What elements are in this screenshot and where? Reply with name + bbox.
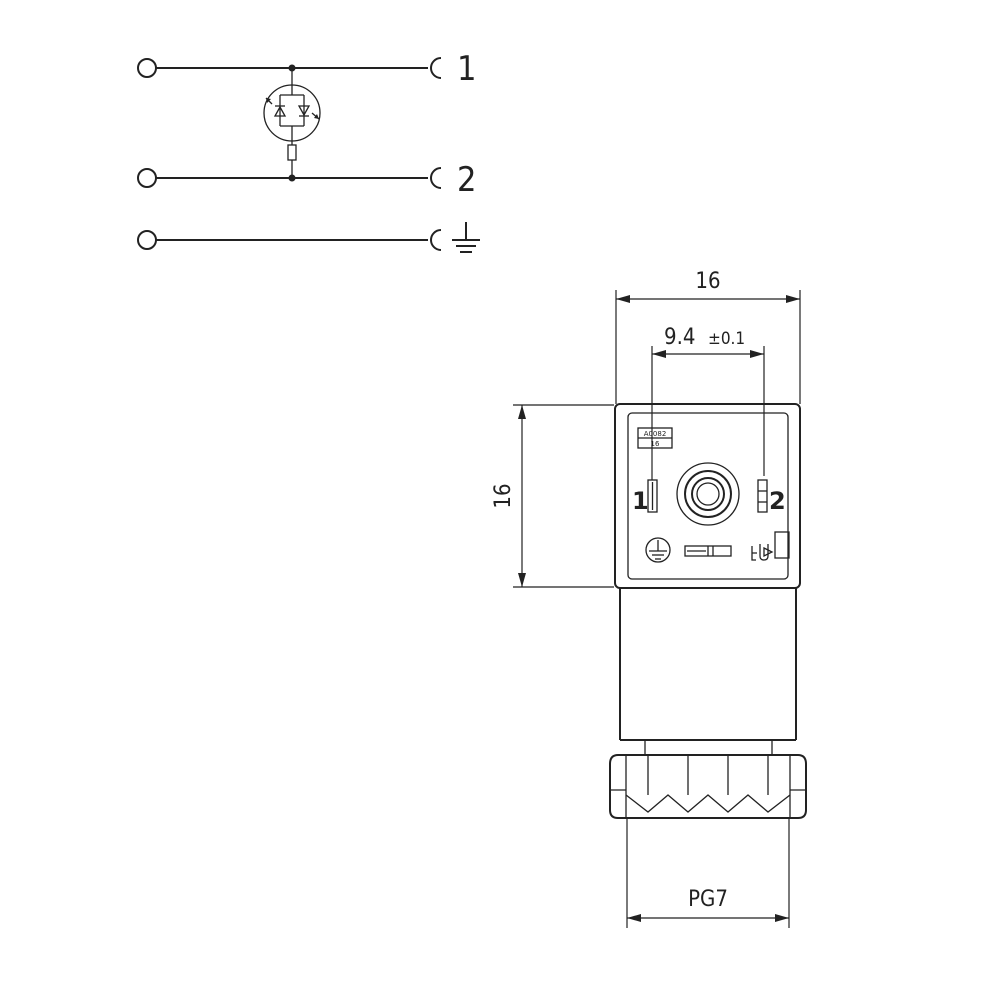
terminal-open-1 <box>137 58 157 78</box>
certification-mark-icon <box>751 544 774 561</box>
earth-contact <box>684 545 732 557</box>
dimension-thread-label: PG7 <box>688 887 728 912</box>
connector-view: 16 9.4 ±0.1 16 <box>491 269 807 928</box>
approval-label-box: A0082 16 <box>637 427 673 449</box>
wiring-schematic: 1 2 <box>137 49 480 253</box>
pin-1-contact <box>647 479 658 513</box>
dimension-pin-spacing: 9.4 ±0.1 <box>651 325 765 480</box>
terminal-open-ground <box>137 230 157 250</box>
dimension-height: 16 <box>491 404 614 588</box>
cable-gland-nut <box>609 754 807 819</box>
terminal-label-1: 1 <box>457 49 476 89</box>
center-screw-icon <box>676 462 740 526</box>
pin-2-label: 2 <box>769 487 786 515</box>
dimension-thread: PG7 <box>626 818 790 928</box>
socket-contact-2 <box>430 167 442 189</box>
socket-contact-ground <box>430 229 442 251</box>
dimension-height-label: 16 <box>491 483 516 508</box>
terminal-open-2 <box>137 168 157 188</box>
socket-contact-1 <box>430 57 442 79</box>
terminal-label-2: 2 <box>457 160 476 200</box>
ground-icon <box>452 222 480 253</box>
coding-slot <box>774 531 790 559</box>
pin-1-label: 1 <box>632 487 649 515</box>
resistor-icon <box>287 144 297 161</box>
svg-text:16: 16 <box>651 440 660 448</box>
dimension-pin-spacing-label: 9.4 <box>664 325 695 350</box>
dimension-width: 16 <box>615 269 801 404</box>
dimension-width-label: 16 <box>695 269 720 294</box>
protective-earth-icon <box>645 537 671 563</box>
connector-body <box>619 588 797 755</box>
connector-face: A0082 16 1 2 <box>614 403 801 589</box>
led-indicator-icon <box>263 84 321 142</box>
dimension-pin-tolerance-label: ±0.1 <box>708 329 745 349</box>
svg-text:A0082: A0082 <box>644 430 667 438</box>
pin-2-contact <box>757 479 768 513</box>
